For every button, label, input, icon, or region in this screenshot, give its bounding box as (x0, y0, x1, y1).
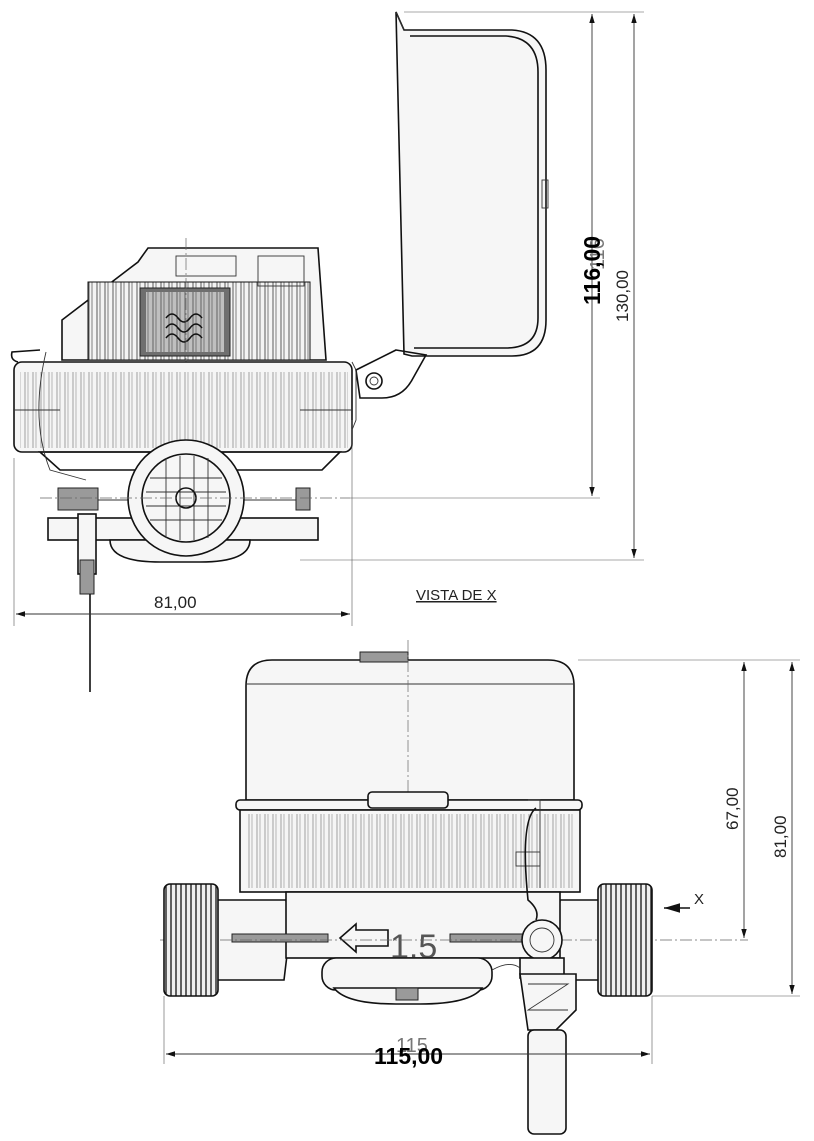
right-thread-end (597, 883, 653, 997)
ring-body (10, 349, 357, 471)
side-dimensions: 81,00 116 116,00 130,00 (13, 11, 644, 626)
dim-length-ghost: 115 (396, 1035, 428, 1057)
front-ring (235, 791, 583, 893)
dim-height-front: 67,00 (723, 787, 742, 830)
pipe-body: 1.5 (160, 891, 748, 1005)
front-dimensions: 115 115,00 67,00 81,00 X (163, 659, 800, 1069)
dim-height-total: 130,00 (613, 270, 632, 322)
dim-width-side: 81,00 (154, 593, 197, 612)
dim-height-front-total: 81,00 (771, 815, 790, 858)
open-lid (355, 11, 549, 399)
arrow-x-label: X (694, 891, 704, 908)
dim-height-ghost: 116 (587, 238, 609, 270)
view-label: VISTA DE X (416, 587, 497, 604)
dim-length-bold: 115,00 (374, 1043, 443, 1069)
front-view: 1.5 115 115,00 (160, 640, 800, 1135)
pipe-tee (38, 351, 350, 692)
dim-height-bold: 116,00 (579, 236, 605, 305)
side-view: 81,00 116 116,00 130,00 VISTA DE X (10, 11, 644, 692)
register-dome (245, 640, 575, 1000)
left-thread-end (163, 883, 219, 997)
